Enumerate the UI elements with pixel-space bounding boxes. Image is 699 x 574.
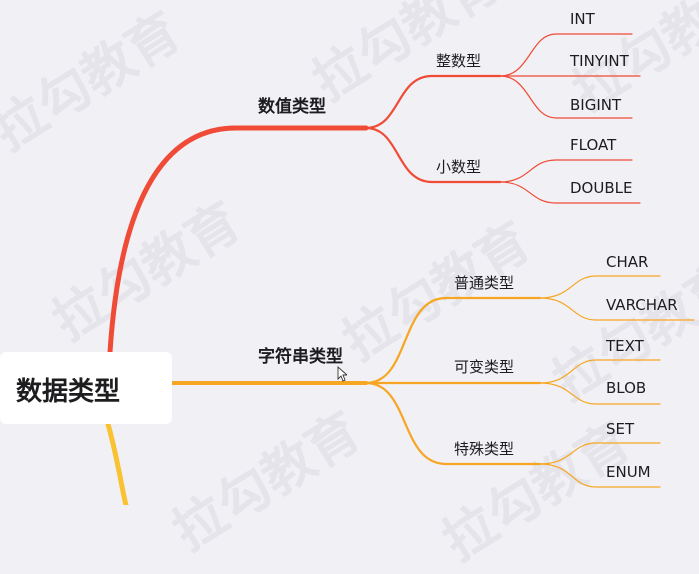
edge-common-char (539, 275, 661, 299)
edge-numeric-integer (364, 74, 502, 130)
group-label-common[interactable]: 普通类型 (454, 274, 514, 292)
root-node-label: 数据类型 (16, 377, 120, 407)
edge-variable-blob (539, 382, 661, 405)
category-label-string[interactable]: 字符串类型 (258, 346, 343, 367)
leaf-label-blob[interactable]: BLOB (606, 379, 646, 397)
edge-integer-bigint (499, 75, 633, 119)
edge-string-special (364, 381, 542, 466)
group-label-special[interactable]: 特殊类型 (454, 440, 514, 458)
leaf-label-varchar[interactable]: VARCHAR (606, 296, 678, 314)
leaf-label-double[interactable]: DOUBLE (570, 179, 632, 197)
mindmap-edges (105, 33, 695, 505)
leaf-label-bigint[interactable]: BIGINT (570, 96, 622, 114)
leaf-label-int[interactable]: INT (570, 10, 596, 28)
mindmap-canvas: 数据类型 数值类型 字符串类型 整数型 小数型 普通类型 可变类型 特殊类型 I… (0, 10, 695, 505)
edge-decimal-float (499, 159, 633, 183)
edge-root-numeric (107, 125, 369, 355)
edge-root-tail (105, 421, 129, 505)
edge-variable-text (539, 359, 661, 384)
leaf-label-text[interactable]: TEXT (605, 337, 645, 355)
leaf-label-char[interactable]: CHAR (606, 253, 648, 271)
edge-common-varchar (539, 297, 695, 321)
leaf-label-float[interactable]: FLOAT (570, 136, 617, 154)
edge-integer-int (499, 33, 633, 77)
edge-numeric-decimal (364, 126, 502, 184)
leaf-label-enum[interactable]: ENUM (606, 463, 651, 481)
edge-special-enum (539, 463, 661, 488)
group-label-integer[interactable]: 整数型 (436, 52, 481, 70)
group-label-decimal[interactable]: 小数型 (436, 158, 481, 176)
edge-decimal-double (499, 181, 641, 204)
edge-special-set (539, 442, 661, 465)
leaf-label-tinyint[interactable]: TINYINT (569, 52, 630, 70)
mouse-cursor-icon (337, 366, 347, 382)
leaf-label-set[interactable]: SET (606, 420, 635, 438)
group-label-variable[interactable]: 可变类型 (454, 358, 514, 376)
category-label-numeric[interactable]: 数值类型 (258, 96, 326, 117)
root-node-box[interactable] (0, 352, 172, 424)
edge-string-common (364, 296, 542, 385)
mindmap-nodes: 数据类型 数值类型 字符串类型 整数型 小数型 普通类型 可变类型 特殊类型 I… (0, 10, 678, 481)
